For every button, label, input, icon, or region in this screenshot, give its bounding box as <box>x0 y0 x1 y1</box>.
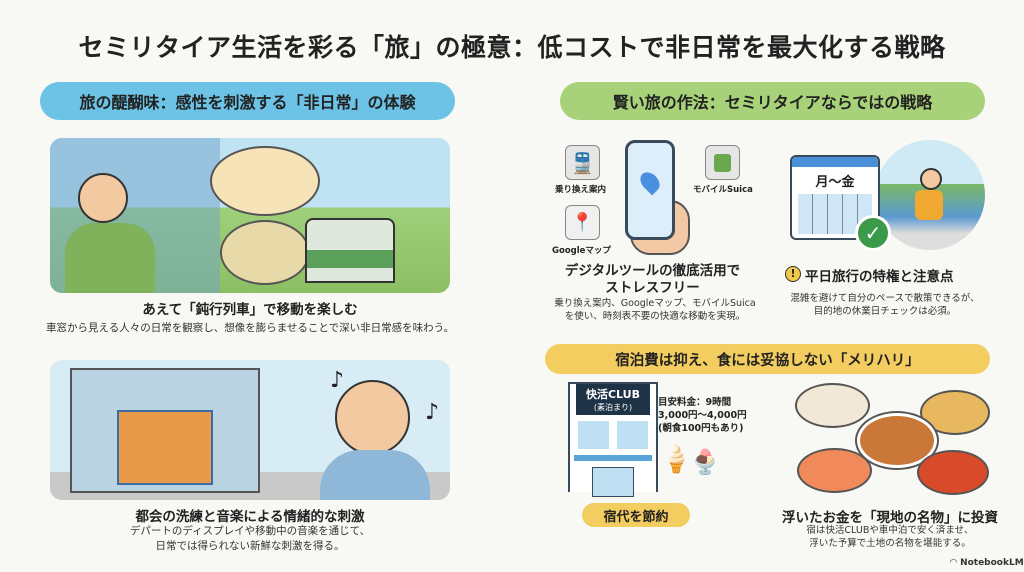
price-line-3: (朝食100円もあり) <box>658 423 744 434</box>
farmer-bubble-icon <box>220 220 310 285</box>
app-label-suica: モバイルSuica <box>693 185 753 195</box>
weekday-title: 平日旅行の特権と注意点 <box>805 269 954 285</box>
music-note-icon: ♪ <box>330 368 345 393</box>
right-section-header: 賢い旅の作法：セミリタイアならではの戦略 <box>560 82 985 120</box>
headphones-person-icon <box>335 380 410 455</box>
passenger-icon <box>78 173 128 223</box>
department-store-icon <box>70 368 260 493</box>
building-sign-name: 快活CLUB <box>585 388 640 401</box>
slow-train-title: あえて「鈍行列車」で移動を楽しむ <box>142 302 358 318</box>
sundae-icon: 🍨 <box>690 448 720 476</box>
food-title: 浮いたお金を「現地の名物」に投資 <box>782 510 998 526</box>
train-window-illustration <box>50 138 450 293</box>
calendar-icon: 月〜金 <box>790 155 880 240</box>
app-label-maps: Googleマップ <box>552 246 611 256</box>
google-maps-icon: 📍 <box>565 205 600 240</box>
mobile-suica-icon <box>705 145 740 180</box>
city-music-desc-1: デパートのディスプレイや移動中の音楽を通じて、 <box>129 525 371 537</box>
digital-tools-title-1: デジタルツールの徹底活用で <box>564 263 741 279</box>
warning-icon: ! <box>785 266 801 282</box>
app-label-transit: 乗り換え案内 <box>555 185 607 195</box>
lodging-section-header: 宿泊費は抑え、食には妥協しない「メリハリ」 <box>545 344 990 374</box>
city-music-illustration: ♪ ♪ <box>50 360 450 500</box>
city-music-title: 都会の洗練と音楽による情緒的な刺激 <box>135 509 365 525</box>
price-line-1: 目安料金：9時間 <box>658 397 732 408</box>
calendar-weekdays-label: 月〜金 <box>815 175 855 190</box>
smartphone-icon <box>625 140 675 240</box>
left-section-header: 旅の醍醐味：感性を刺激する「非日常」の体験 <box>40 82 455 120</box>
food-desc-2: 浮いた予算で土地の名物を堪能する。 <box>809 538 971 549</box>
price-line-2: 3,000円〜4,000円 <box>658 410 747 421</box>
price-info: 目安料金：9時間 3,000円〜4,000円 (朝食100円もあり) <box>658 396 747 435</box>
local-food-illustration <box>795 378 990 498</box>
train-app-icon: 🚆 <box>565 145 600 180</box>
digital-tools-desc-1: 乗り換え案内、Googleマップ、モバイルSuica <box>554 298 756 309</box>
weekday-desc-1: 混雑を避けて自分のペースで散策できるが、 <box>790 293 980 304</box>
ice-cream-icon: 🍦 <box>660 445 693 475</box>
train-icon <box>305 218 395 283</box>
seafood-bowl-icon <box>797 448 872 493</box>
music-note-icon: ♪ <box>425 400 440 425</box>
digital-tools-desc-2: を使い、時刻表不要の快適な移動を実現。 <box>564 311 746 322</box>
save-lodging-badge: 宿代を節約 <box>582 503 690 527</box>
checkmark-icon: ✓ <box>855 215 891 251</box>
footer-label: NotebookLM <box>960 558 1024 568</box>
manga-cafe-building-icon: 快活CLUB (素泊まり) <box>568 382 658 497</box>
slow-train-desc: 車窓から見える人々の日常を観察し、想像を膨らませることで深い非日常感を味わう。 <box>46 322 454 334</box>
city-music-desc-2: 日常では得られない新鮮な刺激を得る。 <box>155 540 345 552</box>
walking-person-illustration <box>875 140 985 250</box>
building-sign-sub: (素泊まり) <box>593 403 633 412</box>
weekday-desc-2: 目的地の休業日チェックは必須。 <box>813 306 957 317</box>
digital-tools-title-2: ストレスフリー <box>605 280 700 296</box>
market-bubble-icon <box>210 146 320 216</box>
vegetable-plate-icon <box>917 450 989 495</box>
page-title: セミリタイア生活を彩る「旅」の極意：低コストで非日常を最大化する戦略 <box>78 33 946 62</box>
notebooklm-watermark: ◠ NotebookLM <box>950 558 1024 568</box>
food-desc-1: 宿は快活CLUBや車中泊で安く済ませ、 <box>806 525 974 536</box>
